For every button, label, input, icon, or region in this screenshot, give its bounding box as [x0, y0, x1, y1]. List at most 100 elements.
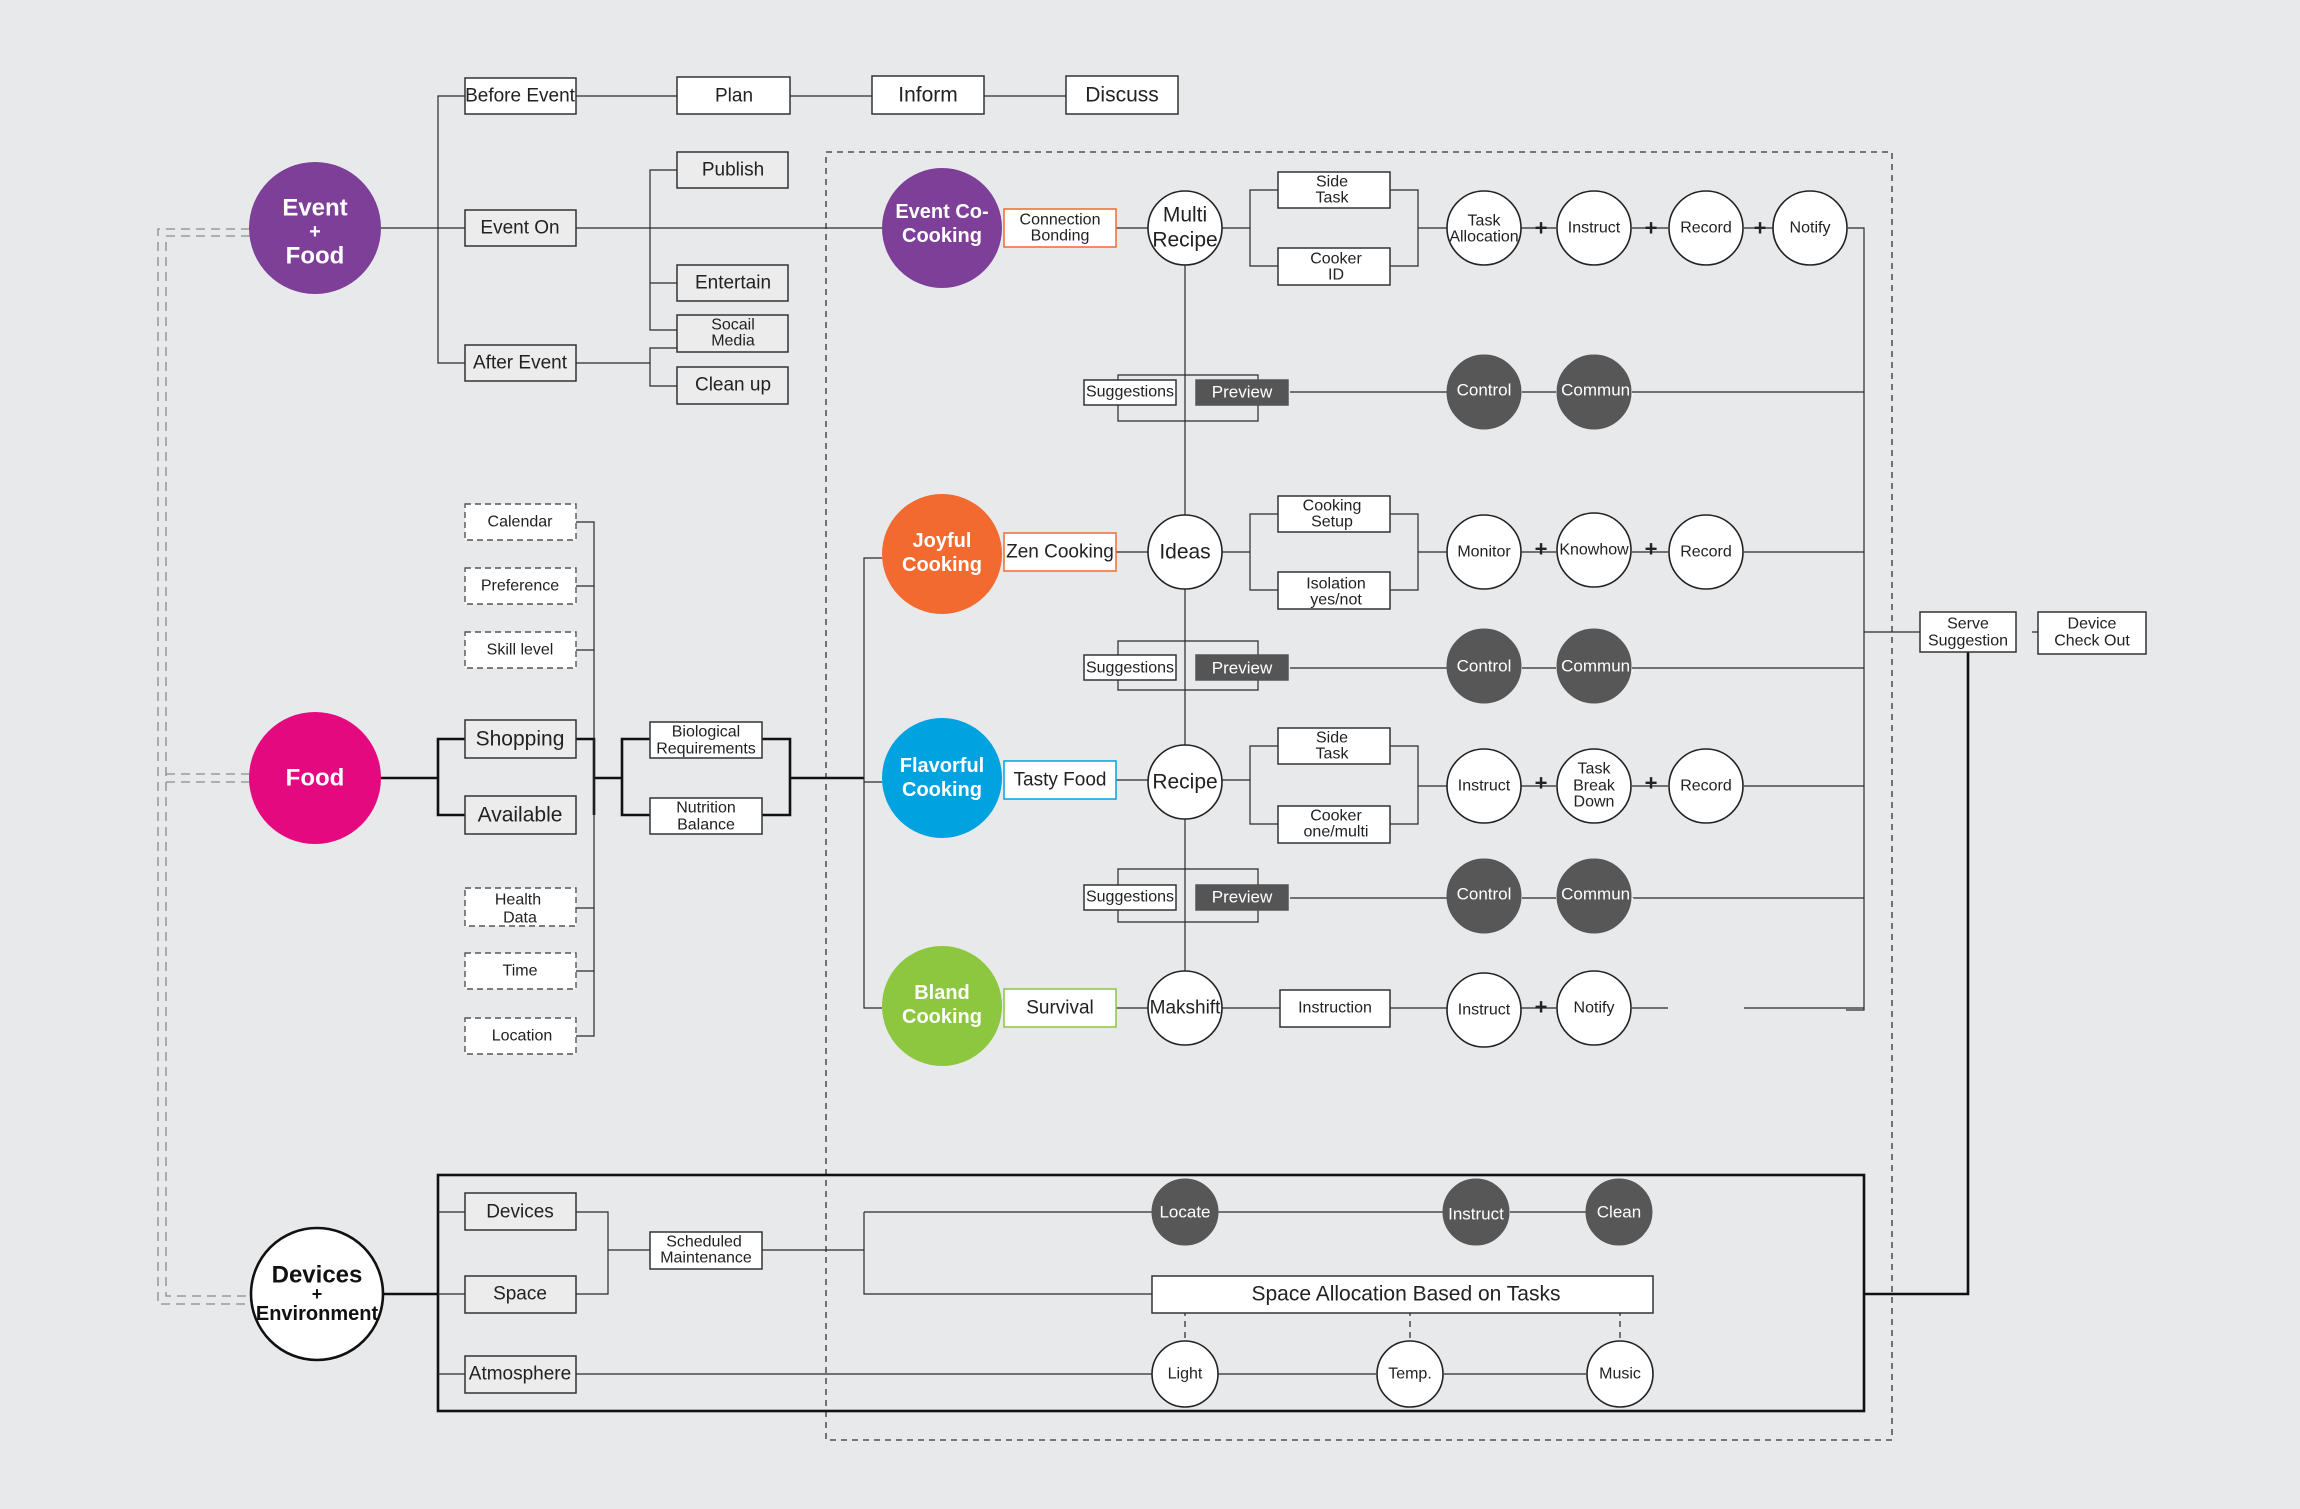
- box-discuss[interactable]: Discuss: [1065, 75, 1179, 115]
- suggestions-box-3[interactable]: Suggestions: [1083, 884, 1177, 911]
- opt-side-task-1[interactable]: Side Task: [1277, 171, 1391, 209]
- opt-side-task-2[interactable]: Side Task: [1277, 727, 1391, 765]
- node-temp[interactable]: Temp.: [1376, 1340, 1444, 1408]
- box-entertain[interactable]: Entertain: [676, 264, 789, 302]
- box-shopping[interactable]: Shopping: [464, 719, 577, 759]
- opt-cooking-setup[interactable]: Cooking Setup: [1277, 495, 1391, 533]
- control-node-2[interactable]: Control: [1446, 628, 1522, 704]
- commun-label: Commun.: [1561, 885, 1635, 904]
- box-devices[interactable]: Devices: [464, 1192, 577, 1231]
- opt-cooker-one-line-1: Cooker: [1310, 808, 1362, 825]
- box-time[interactable]: Time: [464, 952, 577, 990]
- control-node-3[interactable]: Control: [1446, 858, 1522, 934]
- tag-zen-cooking[interactable]: Zen Cooking: [1003, 532, 1117, 572]
- box-location[interactable]: Location: [464, 1017, 577, 1055]
- suggestions-label: Suggestions: [1086, 889, 1174, 906]
- tag-connection-bonding[interactable]: Connection Bonding: [1003, 208, 1117, 248]
- opt-cooker-id[interactable]: Cooker ID: [1277, 247, 1391, 286]
- box-device-check-out[interactable]: Device Check Out: [2037, 611, 2147, 655]
- step-notify-1[interactable]: Notify: [1772, 190, 1848, 266]
- node-instruct[interactable]: Instruct: [1442, 1178, 1510, 1246]
- box-space-label: Space: [493, 1284, 547, 1305]
- node-instruct-label: Instruct: [1448, 1205, 1504, 1224]
- box-calendar[interactable]: Calendar: [464, 503, 577, 541]
- mode-joyful-cooking[interactable]: Joyful Cooking: [882, 494, 1002, 614]
- mode-event-co-cooking[interactable]: Event Co- Cooking: [882, 168, 1002, 288]
- tag-tasty-food-label: Tasty Food: [1014, 770, 1107, 791]
- opt-cooker-one-multi[interactable]: Cooker one/multi: [1277, 805, 1391, 844]
- mode-flavorful-cooking[interactable]: Flavorful Cooking: [882, 718, 1002, 838]
- box-shopping-label: Shopping: [476, 728, 565, 751]
- box-scheduled-maintenance[interactable]: Scheduled Maintenance: [649, 1231, 763, 1270]
- opt-isolation[interactable]: Isolation yes/not: [1277, 571, 1391, 610]
- box-maintenance-line-2: Maintenance: [660, 1250, 752, 1267]
- step-record-2-label: Record: [1680, 544, 1732, 561]
- step-instruct-2[interactable]: Instruct: [1446, 748, 1522, 824]
- node-light[interactable]: Light: [1151, 1340, 1219, 1408]
- step-record-2[interactable]: Record: [1668, 514, 1744, 590]
- node-locate-label: Locate: [1159, 1203, 1210, 1222]
- mode-joyful-line-2: Cooking: [902, 554, 982, 576]
- hub-makshift[interactable]: Makshift: [1147, 970, 1223, 1046]
- commun-node-3[interactable]: Commun.: [1556, 858, 1635, 934]
- root-event-food[interactable]: Event + Food: [249, 162, 381, 294]
- box-plan-label: Plan: [715, 86, 753, 107]
- step-instruct-3[interactable]: Instruct: [1446, 972, 1522, 1048]
- box-publish[interactable]: Publish: [676, 151, 789, 189]
- step-monitor-label: Monitor: [1457, 544, 1511, 561]
- opt-instruction[interactable]: Instruction: [1279, 989, 1391, 1028]
- hub-ideas[interactable]: Ideas: [1147, 514, 1223, 590]
- step-task-break-down[interactable]: Task Break Down: [1556, 748, 1632, 824]
- mode-bland-cooking[interactable]: Bland Cooking: [882, 946, 1002, 1066]
- box-after-event[interactable]: After Event: [464, 344, 577, 382]
- hub-multi-recipe[interactable]: Multi Recipe: [1147, 190, 1223, 266]
- opt-cooking-setup-line-1: Cooking: [1303, 498, 1362, 515]
- tag-connection-line-1: Connection: [1020, 212, 1101, 229]
- box-inform[interactable]: Inform: [871, 75, 985, 115]
- box-space[interactable]: Space: [464, 1275, 577, 1314]
- box-nutrition-balance[interactable]: Nutrition Balance: [649, 797, 763, 835]
- box-space-allocation[interactable]: Space Allocation Based on Tasks: [1151, 1275, 1654, 1314]
- node-locate[interactable]: Locate: [1151, 1178, 1219, 1246]
- feedback-row-2: Suggestions Preview Control Commun.: [1083, 628, 1635, 704]
- step-monitor[interactable]: Monitor: [1446, 514, 1522, 590]
- preview-box-1[interactable]: Preview: [1195, 379, 1289, 406]
- step-record-1[interactable]: Record: [1668, 190, 1744, 266]
- food-branch-lines: [380, 521, 882, 1037]
- box-biological-requirements[interactable]: Biological Requirements: [649, 721, 763, 759]
- suggestions-box-1[interactable]: Suggestions: [1083, 379, 1177, 406]
- suggestions-box-2[interactable]: Suggestions: [1083, 654, 1177, 681]
- control-node-1[interactable]: Control: [1446, 354, 1522, 430]
- tag-tasty-food[interactable]: Tasty Food: [1003, 760, 1117, 800]
- step-instruct-1[interactable]: Instruct: [1556, 190, 1632, 266]
- node-temp-label: Temp.: [1388, 1366, 1432, 1383]
- event-branch-lines: [380, 95, 1066, 387]
- box-skill-level[interactable]: Skill level: [464, 631, 577, 669]
- node-music[interactable]: Music: [1586, 1340, 1654, 1408]
- box-atmosphere[interactable]: Atmosphere: [464, 1355, 577, 1394]
- tag-survival[interactable]: Survival: [1003, 988, 1117, 1028]
- box-health-data[interactable]: Health Data: [464, 887, 577, 927]
- box-clean-up[interactable]: Clean up: [676, 366, 789, 405]
- box-available[interactable]: Available: [464, 795, 577, 835]
- preview-box-3[interactable]: Preview: [1195, 884, 1289, 911]
- step-knowhow[interactable]: Knowhow: [1556, 512, 1632, 588]
- commun-node-1[interactable]: Commun.: [1556, 354, 1635, 430]
- commun-node-2[interactable]: Commun.: [1556, 628, 1635, 704]
- box-before-event[interactable]: Before Event: [464, 77, 577, 115]
- box-event-on[interactable]: Event On: [464, 209, 577, 247]
- box-preference[interactable]: Preference: [464, 567, 577, 605]
- root-devices-environment[interactable]: Devices + Environment: [249, 1226, 385, 1362]
- hub-makshift-label: Makshift: [1150, 998, 1221, 1019]
- step-notify-2[interactable]: Notify: [1556, 970, 1632, 1046]
- preview-box-2[interactable]: Preview: [1195, 654, 1289, 681]
- step-record-3[interactable]: Record: [1668, 748, 1744, 824]
- step-task-allocation[interactable]: Task Allocation: [1446, 190, 1522, 266]
- node-clean[interactable]: Clean: [1585, 1178, 1653, 1246]
- box-social-media[interactable]: Socail Media: [676, 314, 789, 353]
- box-checkout-line-2: Check Out: [2054, 633, 2130, 650]
- box-plan[interactable]: Plan: [676, 76, 791, 115]
- root-food[interactable]: Food: [249, 712, 381, 844]
- box-serve-suggestion[interactable]: Serve Suggestion: [1919, 611, 2017, 653]
- hub-recipe[interactable]: Recipe: [1147, 744, 1223, 820]
